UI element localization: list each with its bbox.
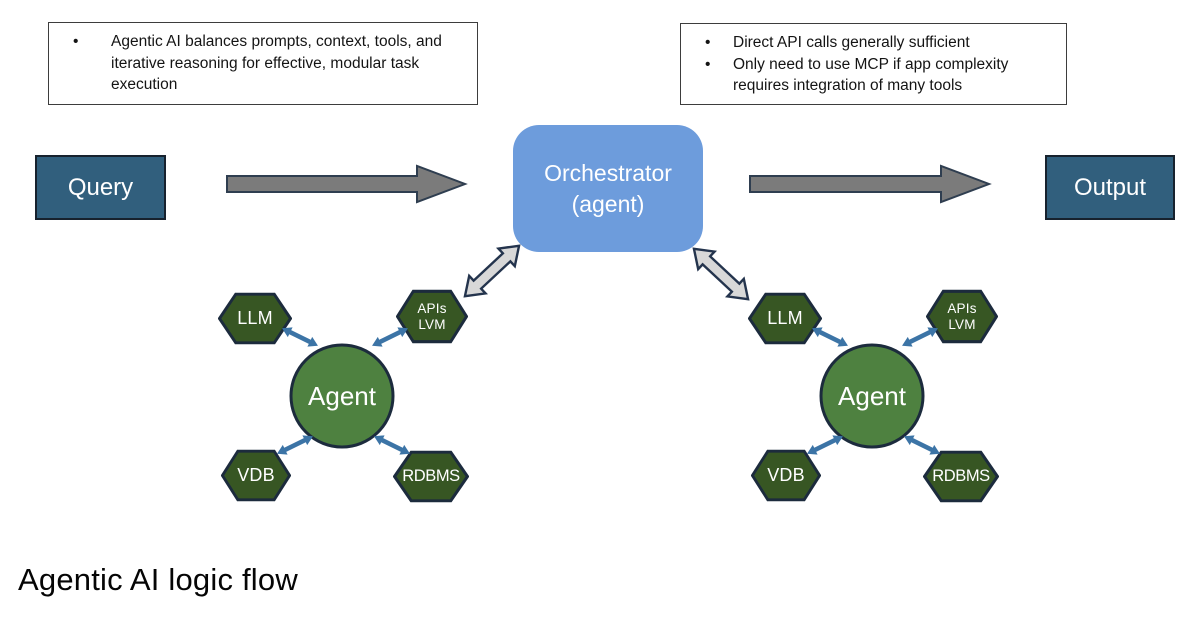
link-arrow-icon — [812, 327, 848, 347]
double-arrow-icon — [692, 247, 750, 301]
bullet-item: • Only need to use MCP if app complexity… — [705, 54, 1056, 97]
apis-label-line2: LVM — [948, 316, 976, 332]
hexagon-rdbms: RDBMS — [923, 450, 999, 503]
hexagon-shape — [393, 450, 469, 503]
circle-shape — [289, 343, 395, 449]
hexagon-rdbms: RDBMS — [393, 450, 469, 503]
bullet-item: • Agentic AI balances prompts, context, … — [73, 31, 467, 96]
bullet-item: • Direct API calls generally sufficient — [705, 32, 1056, 54]
bullet-marker: • — [705, 55, 711, 73]
hexagon-llm: LLM — [748, 292, 822, 345]
arrow-right-icon — [749, 164, 992, 204]
hexagon-apis-lvm: APIs LVM — [926, 289, 998, 344]
agent-circle: Agent — [818, 342, 926, 450]
link-arrow-icon — [277, 435, 313, 455]
apis-label-line1: APIs — [947, 300, 977, 316]
hexagon-shape — [748, 292, 822, 345]
hexagon-shape — [396, 289, 468, 344]
orchestrator-box: Orchestrator (agent) — [513, 125, 703, 252]
output-box: Output — [1045, 155, 1175, 220]
link-arrow-icon — [374, 435, 410, 455]
link-arrow-icon — [902, 327, 938, 347]
orchestrator-label-line2: (agent) — [571, 190, 645, 217]
hexagon-llm-label: LLM — [767, 308, 803, 328]
link-arrow-icon — [807, 435, 843, 455]
hexagon-vdb-label: VDB — [767, 465, 805, 485]
link-arrow-icon — [282, 327, 318, 347]
note-box-left: • Agentic AI balances prompts, context, … — [48, 22, 478, 105]
hexagon-apis-lvm-label: APIs LVM — [396, 289, 468, 344]
link-arrow-icon — [372, 327, 408, 347]
agent-circle: Agent — [288, 342, 396, 450]
note-box-right: • Direct API calls generally sufficient … — [680, 23, 1067, 105]
hexagon-shape — [923, 450, 999, 503]
circle-shape — [819, 343, 925, 449]
bullet-text: Agentic AI balances prompts, context, to… — [111, 33, 442, 93]
hexagon-llm: LLM — [218, 292, 292, 345]
agent-circle-label: Agent — [308, 380, 376, 411]
apis-label-line2: LVM — [418, 316, 446, 332]
bullet-text: Only need to use MCP if app complexity r… — [733, 55, 1009, 95]
bullet-text: Direct API calls generally sufficient — [733, 34, 970, 51]
hexagon-vdb: VDB — [751, 449, 821, 502]
hexagon-shape — [926, 289, 998, 344]
bullet-marker: • — [73, 33, 79, 50]
hexagon-apis-lvm-label: APIs LVM — [926, 289, 998, 344]
hexagon-rdbms-label: RDBMS — [402, 467, 460, 485]
page-title: Agentic AI logic flow — [18, 562, 298, 597]
hexagon-vdb-label: VDB — [237, 465, 275, 485]
hexagon-shape — [218, 292, 292, 345]
agent-circle-label: Agent — [838, 380, 906, 411]
hexagon-apis-lvm: APIs LVM — [396, 289, 468, 344]
orchestrator-label-line1: Orchestrator — [544, 159, 672, 186]
query-label: Query — [67, 173, 134, 201]
link-arrow-icon — [904, 435, 940, 455]
bullet-marker: • — [705, 34, 711, 51]
hexagon-shape — [221, 449, 291, 502]
hexagon-vdb: VDB — [221, 449, 291, 502]
hexagon-shape — [751, 449, 821, 502]
double-arrow-icon — [463, 244, 521, 298]
query-box: Query — [35, 155, 166, 220]
hexagon-llm-label: LLM — [237, 308, 273, 328]
output-label: Output — [1073, 173, 1147, 201]
arrow-right-icon — [226, 164, 468, 204]
hexagon-rdbms-label: RDBMS — [932, 467, 990, 485]
apis-label-line1: APIs — [417, 300, 447, 316]
